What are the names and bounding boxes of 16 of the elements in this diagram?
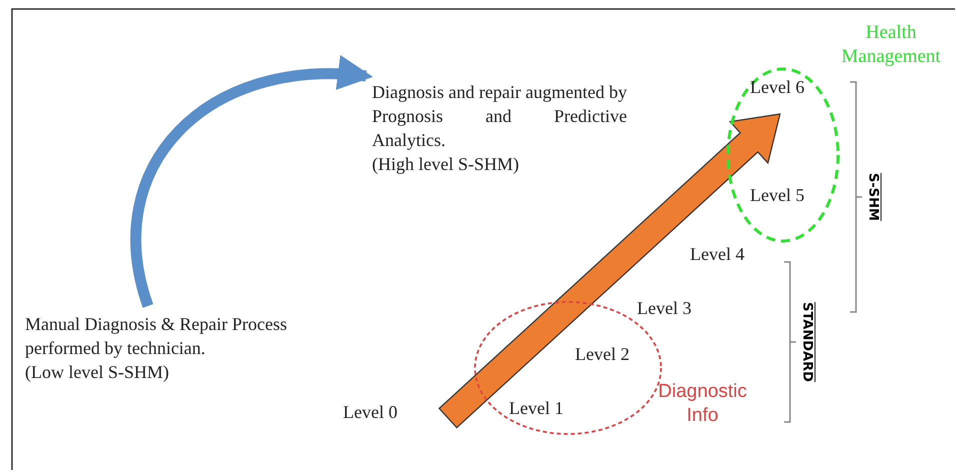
level-text: Level 3 xyxy=(637,297,692,320)
level-text: Level 6 xyxy=(750,75,804,99)
level-text: Level 4 xyxy=(690,243,744,266)
group-heading: Health Management xyxy=(840,21,942,69)
group-heading: Diagnostic Info xyxy=(657,380,748,428)
bracket-label: S-SHM xyxy=(864,173,882,221)
curved-arrow xyxy=(130,56,374,308)
level-text: Level 0 xyxy=(343,401,398,424)
bracket-label: STANDARD xyxy=(798,302,816,382)
description-text: (Low level S-SHM) xyxy=(25,361,170,384)
level-text: Level 2 xyxy=(575,342,630,366)
description-text: Diagnosis and repair augmented by Prognosis and Predictive Analytics. xyxy=(372,81,627,152)
level-text: Level 5 xyxy=(750,183,804,207)
description-text: Manual Diagnosis & Repair Process performed by technician. xyxy=(25,313,287,360)
level-text: Level 1 xyxy=(509,396,564,420)
description-text: (High level S-SHM) xyxy=(372,153,520,176)
